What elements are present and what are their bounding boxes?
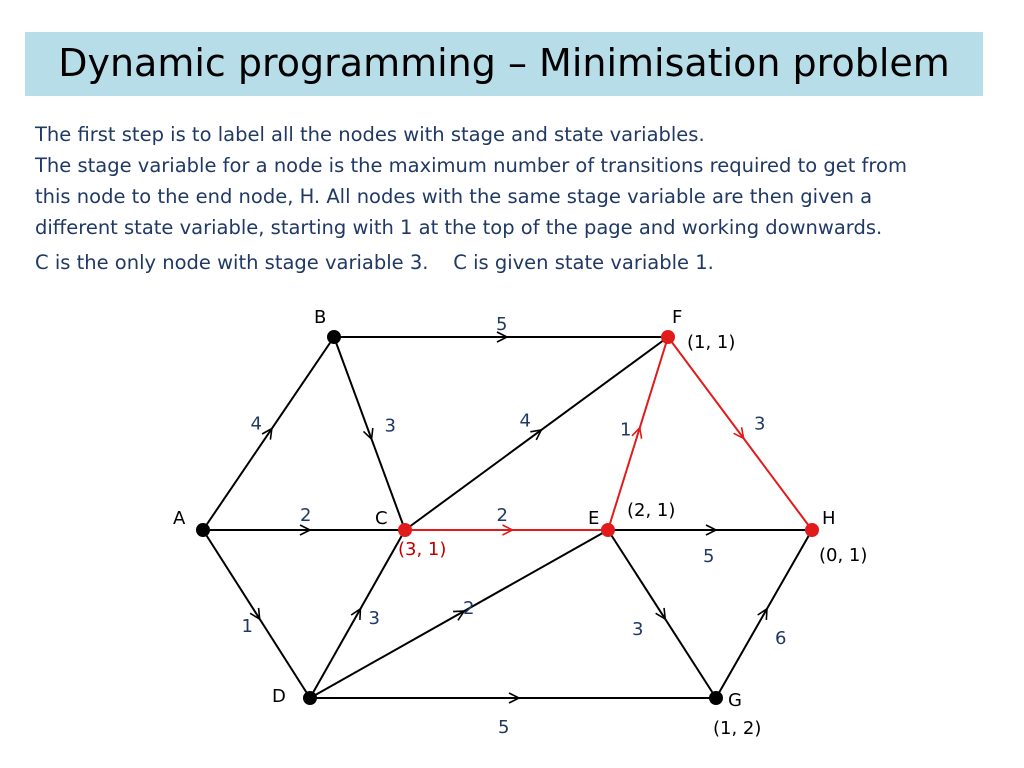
edge-e-f xyxy=(607,336,669,531)
node-label-d: D xyxy=(272,686,286,707)
labels-layer: A B C (3, 1) D E (2, 1) F(1, 1) G (1, 2) H (0, 1) xyxy=(173,307,867,739)
title-bar: Dynamic programming – Minimisation probl… xyxy=(25,32,983,96)
edge-b-c xyxy=(333,336,406,531)
edge-d-e xyxy=(309,529,609,699)
node-d xyxy=(303,691,317,705)
edge-weight-c-f: 4 xyxy=(520,411,531,432)
edge-weight-d-c: 3 xyxy=(369,608,380,629)
node-label-e: E xyxy=(588,508,599,529)
paragraph-4: different state variable, starting with … xyxy=(35,216,883,239)
arrowhead-c-f-icon xyxy=(530,428,543,441)
state-label-f: (1, 1) xyxy=(687,332,735,353)
edge-a-d xyxy=(202,529,311,699)
edge-weight-c-e: 2 xyxy=(497,505,508,526)
edge-weight-d-e: 2 xyxy=(463,598,474,619)
edge-c-f xyxy=(404,336,669,531)
edges-layer xyxy=(202,336,813,699)
arrows-layer xyxy=(249,331,768,704)
node-label-a: A xyxy=(173,508,186,529)
node-label-g: G xyxy=(728,690,742,711)
nodes-layer xyxy=(196,330,819,705)
arrowhead-d-e-icon xyxy=(453,610,466,621)
edge-weight-e-g: 3 xyxy=(632,619,643,640)
weights-layer: 4 2 1 5 3 4 2 3 2 5 1 5 3 3 6 xyxy=(242,314,787,738)
arrowhead-a-c-icon xyxy=(299,524,312,536)
paragraph-3: this node to the end node, H. All nodes … xyxy=(35,185,873,208)
arrowhead-a-d-icon xyxy=(249,607,261,621)
arrowhead-d-c-icon xyxy=(350,607,362,620)
arrowhead-b-f-icon xyxy=(496,331,509,343)
paragraph-1: The first step is to label all the nodes… xyxy=(35,123,705,146)
paragraph-2: The stage variable for a node is the max… xyxy=(35,154,907,177)
edge-weight-a-b: 4 xyxy=(251,414,262,435)
edge-a-b xyxy=(202,336,335,531)
arrowhead-d-g-icon xyxy=(508,692,521,704)
node-label-h: H xyxy=(822,508,836,529)
node-c xyxy=(398,523,412,537)
arrowhead-c-e-icon xyxy=(502,524,515,536)
arrowhead-e-h-icon xyxy=(705,524,718,536)
edge-g-h xyxy=(715,529,813,699)
node-label-c: C xyxy=(375,508,388,529)
edge-weight-d-g: 5 xyxy=(498,717,509,738)
node-f xyxy=(661,330,675,344)
arrowhead-e-f-icon xyxy=(631,426,643,439)
node-label-f: F xyxy=(672,307,682,328)
state-label-h: (0, 1) xyxy=(819,545,867,566)
arrowhead-a-b-icon xyxy=(261,427,273,440)
node-a xyxy=(196,523,210,537)
edge-weight-a-c: 2 xyxy=(300,505,311,526)
edge-weight-e-h: 5 xyxy=(703,546,714,567)
edge-weight-b-f: 5 xyxy=(496,314,507,335)
node-g xyxy=(709,691,723,705)
edge-f-h xyxy=(667,336,813,531)
edge-weight-b-c: 3 xyxy=(385,416,396,437)
node-b xyxy=(327,330,341,344)
arrowhead-g-h-icon xyxy=(757,607,768,620)
state-label-g: (1, 2) xyxy=(713,718,761,739)
node-label-b: B xyxy=(314,307,326,328)
slide-title: Dynamic programming – Minimisation probl… xyxy=(58,41,950,85)
node-e xyxy=(601,523,615,537)
state-label-e: (2, 1) xyxy=(627,500,675,521)
edge-weight-f-h: 3 xyxy=(754,414,765,435)
edge-weight-g-h: 6 xyxy=(775,628,786,649)
body-text: The first step is to label all the nodes… xyxy=(35,119,995,278)
state-label-c: (3, 1) xyxy=(398,539,446,560)
edge-e-g xyxy=(607,529,717,699)
node-h xyxy=(805,523,819,537)
paragraph-5: C is the only node with stage variable 3… xyxy=(35,251,714,274)
arrowhead-b-c-icon xyxy=(362,427,374,441)
edge-weight-a-d: 1 xyxy=(242,616,253,637)
edge-d-c xyxy=(309,529,406,699)
edge-weight-e-f: 1 xyxy=(620,420,631,441)
arrowhead-e-g-icon xyxy=(655,607,667,621)
arrowhead-f-h-icon xyxy=(733,427,745,440)
